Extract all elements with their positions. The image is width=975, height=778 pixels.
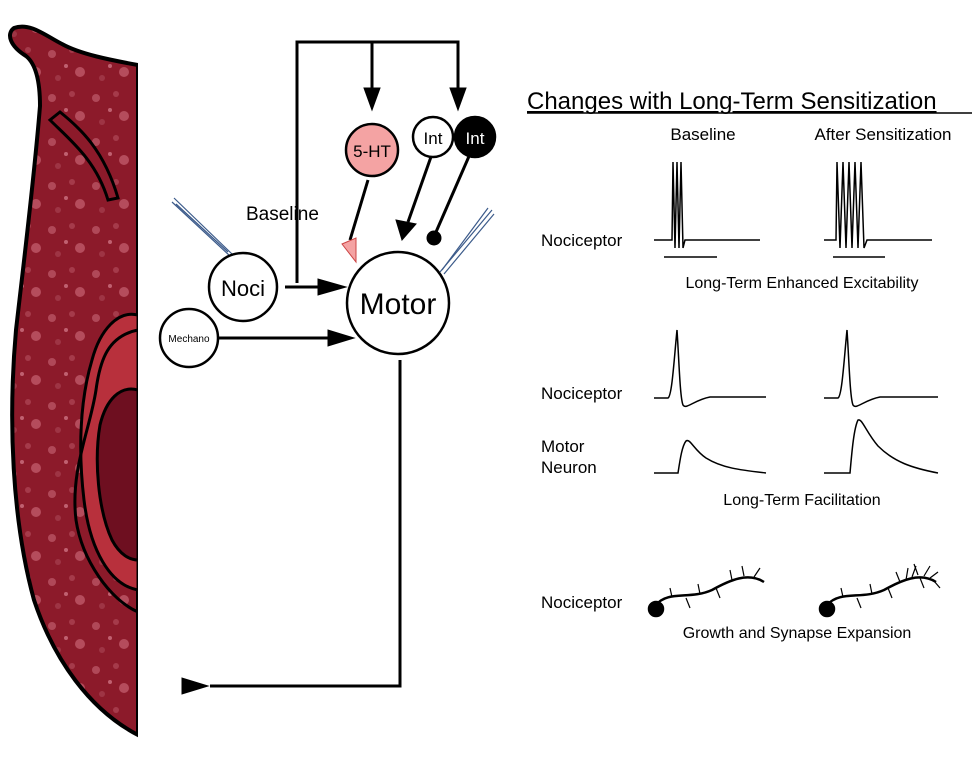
row1-caption: Long-Term Enhanced Excitability bbox=[685, 275, 918, 292]
triangle-terminal-body bbox=[181, 677, 210, 695]
circle-terminal-int-black bbox=[426, 230, 442, 246]
column-header-after: After Sensitization bbox=[814, 125, 951, 144]
neuron-int-black: Int bbox=[453, 115, 497, 159]
neuron-5ht: 5-HT bbox=[344, 122, 400, 178]
triangle-terminal-5ht bbox=[341, 237, 357, 264]
baseline-axon bbox=[647, 565, 765, 618]
triangle-terminal-noci bbox=[317, 278, 348, 296]
panel-title: Changes with Long-Term Sensitization bbox=[527, 88, 937, 115]
row4-label: Nociceptor bbox=[541, 593, 623, 612]
triangle-terminal-top-right bbox=[449, 87, 467, 112]
row1-label: Nociceptor bbox=[541, 231, 623, 250]
neuron-mechano: Mechano bbox=[158, 307, 220, 369]
neuron-motor: Motor bbox=[345, 250, 451, 356]
triangle-terminal-mechano bbox=[327, 329, 356, 347]
neuron-int-white: Int bbox=[411, 115, 455, 159]
motor-label: Motor bbox=[360, 288, 437, 321]
row2-label: Nociceptor bbox=[541, 384, 623, 403]
row2-caption: Long-Term Facilitation bbox=[723, 492, 880, 509]
after-spike-train bbox=[824, 161, 932, 258]
synapse-terminals bbox=[181, 87, 467, 695]
row4-caption: Growth and Synapse Expansion bbox=[683, 625, 912, 642]
baseline-nociceptor-spike bbox=[654, 329, 766, 408]
row3-label-line1: Motor bbox=[541, 437, 585, 456]
neuron-noci: Noci bbox=[207, 251, 279, 323]
slug-tentacle bbox=[47, 110, 120, 202]
int-white-label: Int bbox=[424, 129, 443, 148]
after-axon bbox=[818, 563, 941, 618]
slug-mantle-cavity bbox=[95, 387, 138, 562]
serotonin-label: 5-HT bbox=[353, 142, 391, 161]
row3-label-line2: Neuron bbox=[541, 458, 597, 477]
circuit-baseline-label: Baseline bbox=[246, 204, 319, 225]
baseline-motor-epsp bbox=[654, 439, 767, 474]
after-motor-epsp bbox=[824, 419, 939, 474]
int-black-label: Int bbox=[466, 129, 485, 148]
slug-illustration bbox=[8, 24, 138, 738]
triangle-terminal-int bbox=[395, 219, 417, 242]
noci-label: Noci bbox=[221, 276, 265, 301]
triangle-terminal-top-left bbox=[363, 87, 381, 112]
slug-parapodia-edge bbox=[73, 328, 138, 614]
after-nociceptor-spike bbox=[824, 329, 938, 408]
column-header-baseline: Baseline bbox=[670, 125, 735, 144]
circuit-wires bbox=[210, 40, 472, 688]
mechano-label: Mechano bbox=[168, 334, 210, 345]
electrodes bbox=[171, 197, 495, 275]
baseline-spike-train bbox=[654, 161, 760, 258]
